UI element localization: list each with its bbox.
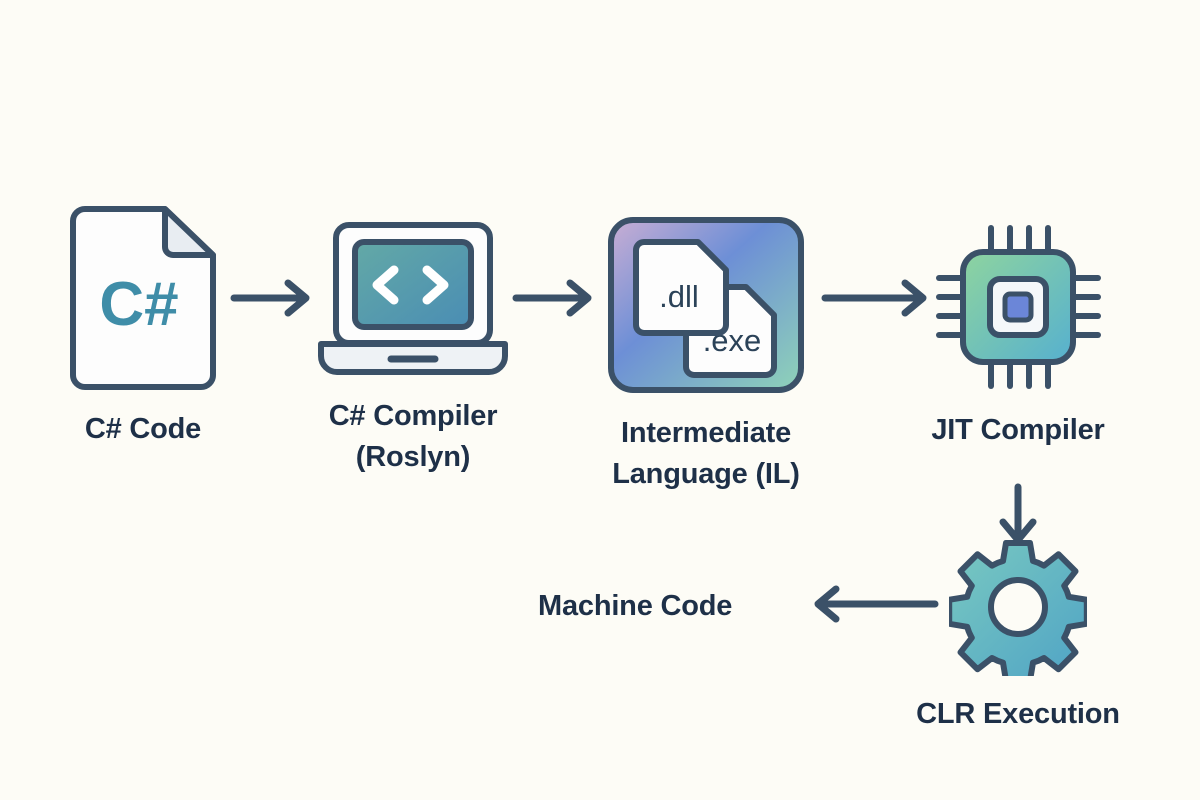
cpu-chip-icon [936,225,1101,389]
node-csharp-compiler[interactable]: C# Compiler (Roslyn) [305,220,521,478]
node-label-csharp-code: C# Code [84,413,202,445]
node-clr-execution[interactable]: CLR Execution [898,538,1138,735]
node-jit-compiler[interactable]: JIT Compiler [915,222,1121,451]
assembly-files-icon: .exe .dll [608,217,804,393]
gear-icon [949,540,1087,676]
node-intermediate-language[interactable]: .exe .dll Intermediate Language (IL) [583,215,829,495]
arrow-code-to-compiler [230,279,310,317]
document-csharp-icon: C# [70,206,216,390]
node-label-clr-execution: CLR Execution [916,698,1120,730]
laptop-code-icon [318,222,508,375]
csharp-glyph: C# [99,270,178,339]
arrow-il-to-jit [821,279,927,317]
node-label-intermediate-language: Intermediate Language (IL) [612,417,800,491]
arrow-compiler-to-il [512,279,592,317]
node-label-jit-compiler: JIT Compiler [931,414,1105,446]
label-machine-code: Machine Code [538,590,733,622]
node-label-csharp-compiler: C# Compiler (Roslyn) [328,400,498,474]
arrow-jit-to-clr [999,483,1037,544]
node-csharp-code[interactable]: C# C# Code [58,205,228,450]
file-label-dll: .dll [659,279,699,314]
